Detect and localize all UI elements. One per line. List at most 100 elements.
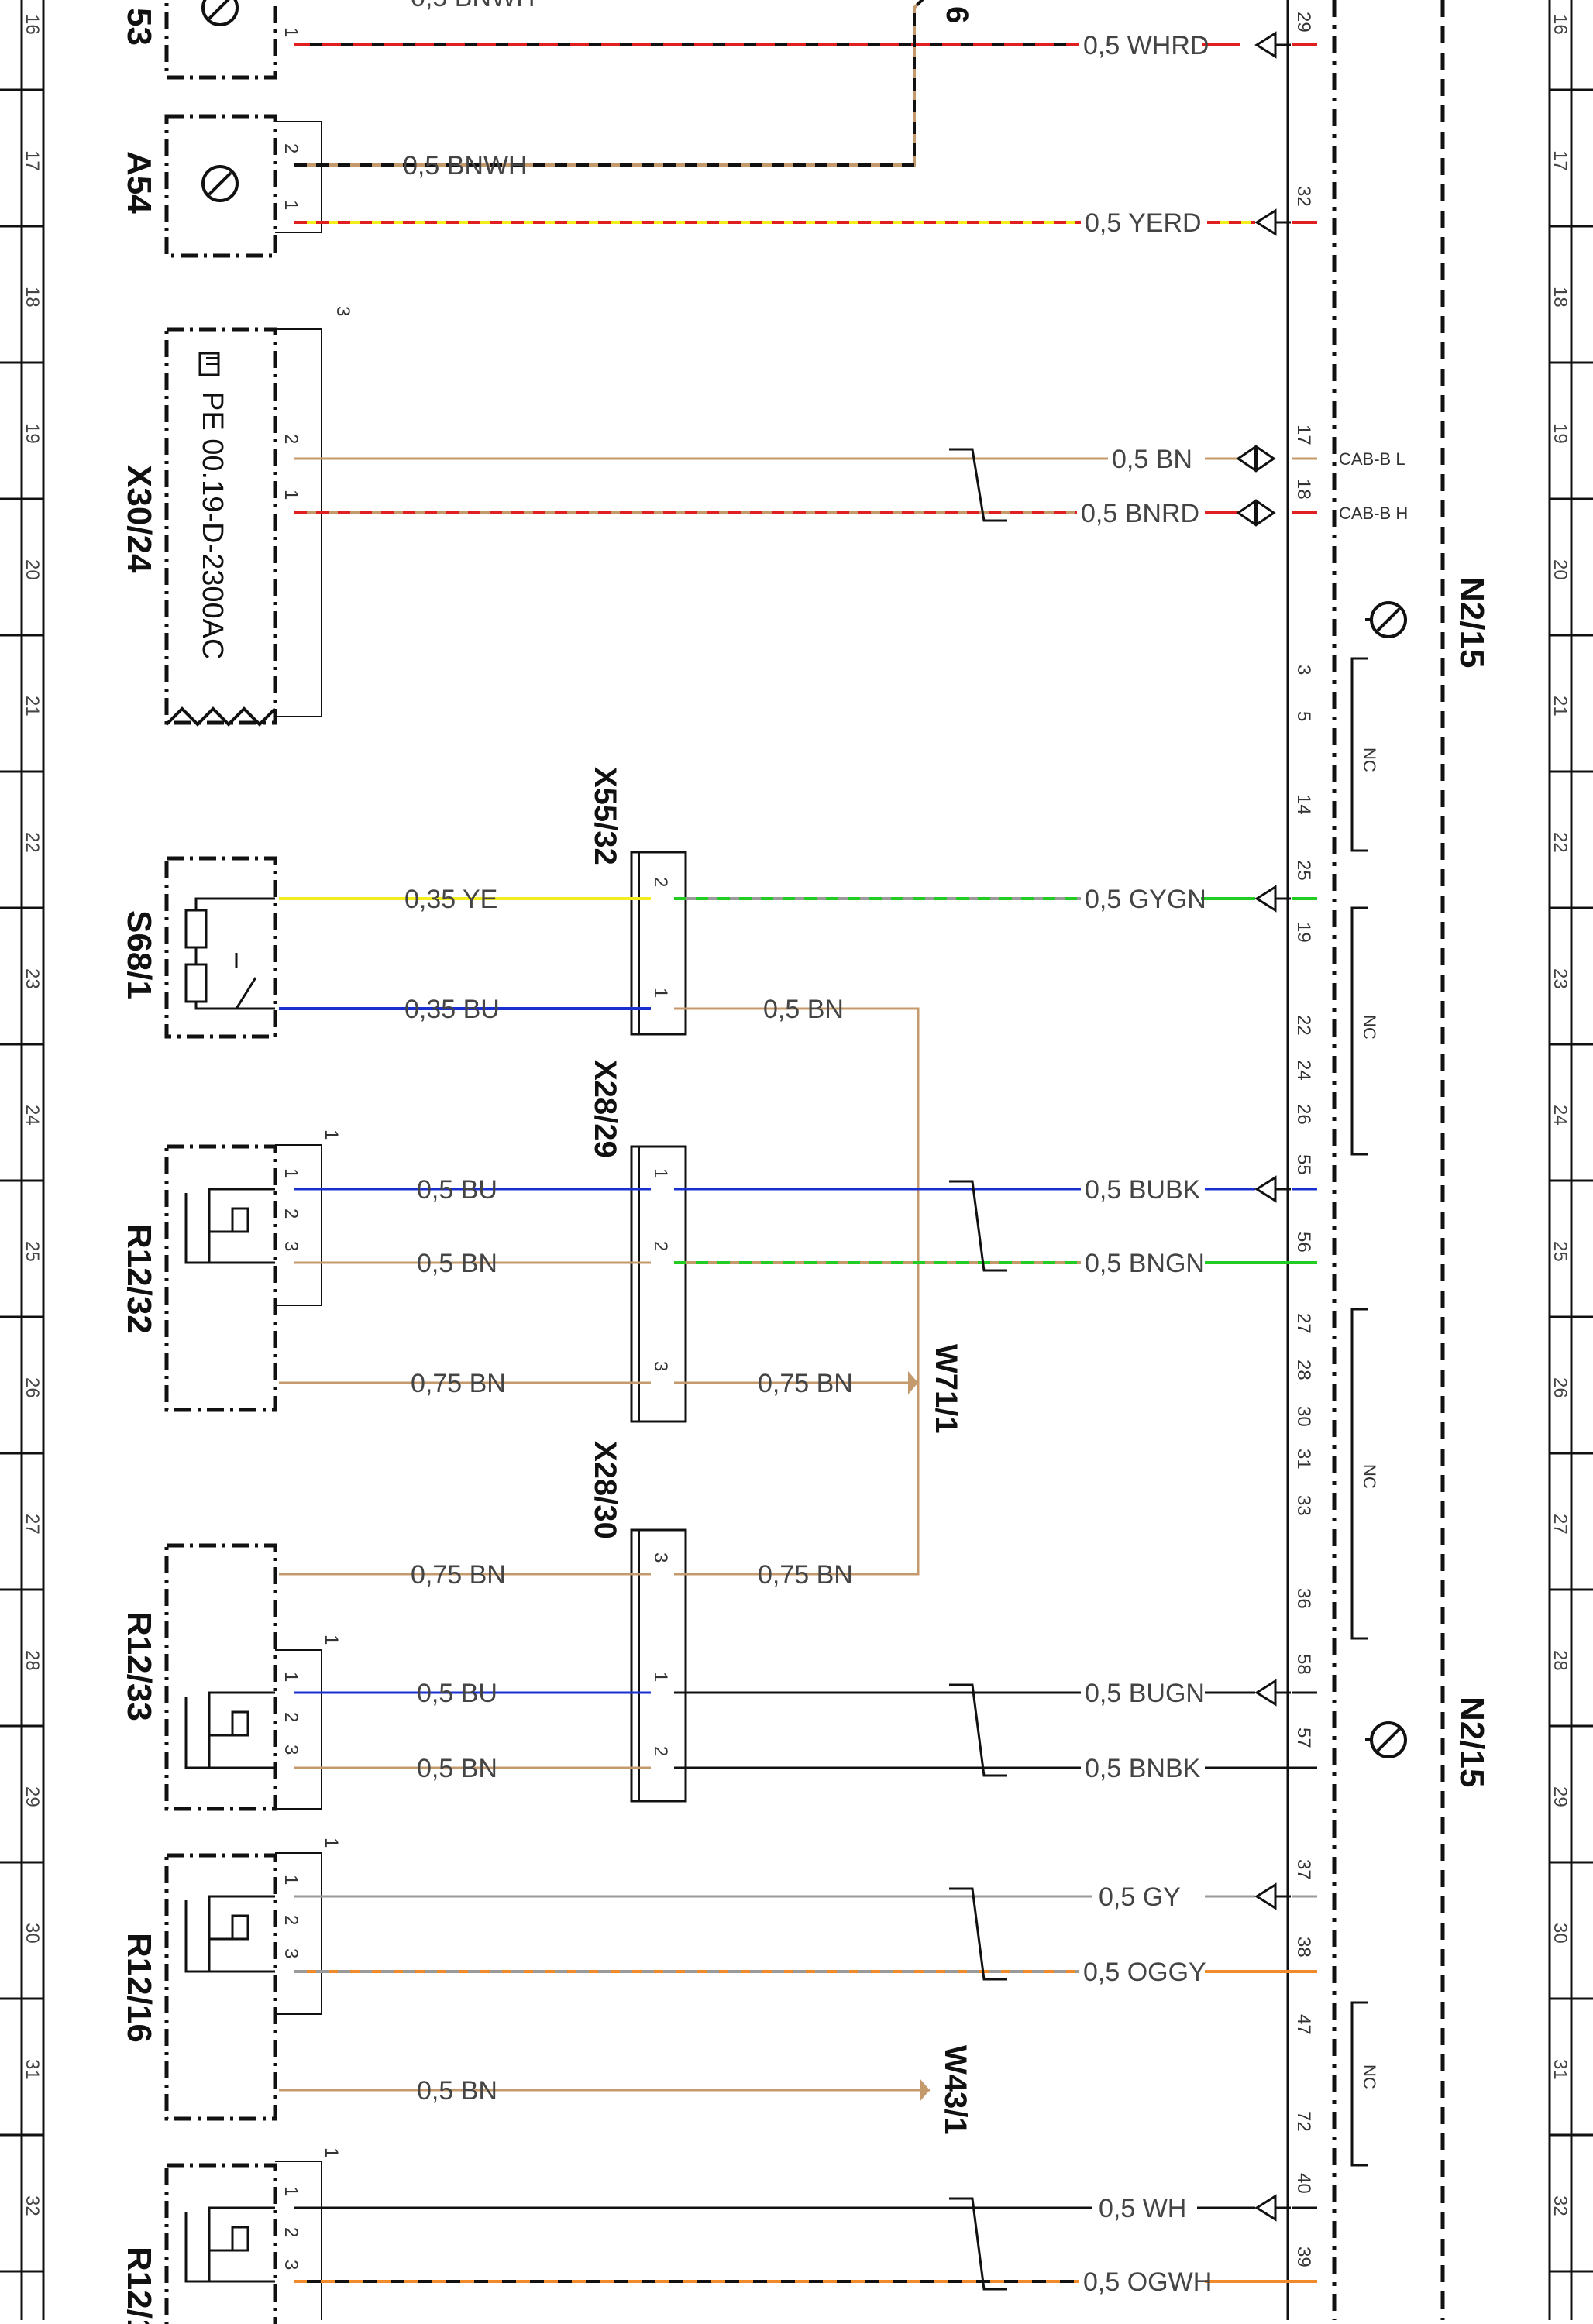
document-reference-icon — [198, 352, 220, 376]
component-pin-numbers: 1 2 1 2 1 1 2 3 1 2 3 1 2 3 1 2 3 2 1 1 … — [280, 27, 671, 2270]
pin-1: 1 — [280, 1875, 301, 1885]
grid-row-number: 18 — [22, 287, 43, 308]
grid-row-number: 26 — [1550, 1377, 1571, 1398]
wire-label-bn-can: 0,5 BN — [1112, 445, 1192, 474]
left-grid-border — [20, 0, 45, 2320]
pin-40: 40 — [1293, 2173, 1314, 2194]
pin-2: 2 — [280, 1208, 301, 1219]
wire-label-bn-s68: 0,5 BN — [763, 995, 844, 1024]
pin-58: 58 — [1293, 1654, 1314, 1675]
grid-row-number: 30 — [22, 1923, 43, 1944]
pin-1: 1 — [321, 1129, 342, 1140]
pin-2: 2 — [280, 1712, 301, 1722]
ref-6-label: 6 — [940, 6, 974, 23]
pin-22: 22 — [1293, 1015, 1314, 1036]
grid-row-number: 29 — [22, 1786, 43, 1807]
pin-5: 5 — [1293, 711, 1314, 721]
pin-2: 2 — [280, 1915, 301, 1925]
grid-row-number: 27 — [22, 1514, 43, 1535]
ground-point-w43 — [920, 2078, 930, 2102]
wire-label-yerd: 0,5 YERD — [1085, 208, 1202, 238]
wire-label-ye035: 0,35 YE — [404, 885, 497, 914]
pin-19: 19 — [1293, 922, 1314, 943]
wire-label-ogwh: 0,5 OGWH — [1083, 2267, 1212, 2297]
pin-37: 37 — [1293, 1859, 1314, 1880]
wire-label-bu035: 0,35 BU — [404, 995, 500, 1024]
pin-3: 3 — [280, 2260, 301, 2270]
module-pin-numbers: 29 32 17 18 3 5 14 25 19 22 24 26 55 56 … — [1293, 12, 1314, 2267]
nc-label-4: NC — [1360, 2064, 1379, 2089]
connector-x55-32: X55/32 — [588, 767, 687, 1036]
grid-row-number: 31 — [22, 2059, 43, 2080]
transistor-icon — [1365, 601, 1407, 638]
wire-bnwh — [294, 0, 924, 167]
grid-row-number: 29 — [1550, 1786, 1571, 1807]
component-a54: A54 — [120, 114, 322, 258]
ref-3-label: 3 — [332, 306, 353, 316]
wire-label-bugn: 0,5 BUGN — [1085, 1679, 1205, 1708]
pin-1: 1 — [280, 490, 301, 500]
wires — [279, 0, 1317, 2291]
right-grid-border — [1548, 0, 1573, 2320]
pin-25: 25 — [1293, 860, 1314, 881]
pin-1: 1 — [280, 200, 301, 210]
pin-38: 38 — [1293, 1937, 1314, 1958]
transistor-icon — [201, 165, 239, 202]
ground-label-w71-1: W71/1 — [929, 1344, 963, 1434]
pin-1: 1 — [650, 988, 671, 998]
sensor-element-icon — [184, 1188, 275, 1264]
component-a54-label: A54 — [120, 151, 158, 214]
component-53-label: 53 — [120, 8, 158, 46]
grid-row-number: 30 — [1550, 1923, 1571, 1944]
wire-label-075bn-a: 0,75 BN — [411, 1369, 506, 1398]
pin-57: 57 — [1293, 1728, 1314, 1748]
sensor-element-icon — [184, 1691, 275, 1769]
wire-labels: 0,5 BNWH 0,5 WHRD 0,5 BNWH 0,5 YERD 0,5 … — [403, 0, 1212, 2297]
connector-x28-30: X28/30 — [588, 1441, 687, 1803]
pin-32: 32 — [1293, 186, 1314, 207]
grid-row-number: 25 — [1550, 1241, 1571, 1262]
grid-row-number: 24 — [22, 1105, 43, 1126]
nc-label-3: NC — [1360, 1464, 1379, 1489]
grid-row-number: 25 — [22, 1241, 43, 1262]
sensor-element-icon — [184, 2206, 275, 2283]
grid-row-number: 17 — [22, 150, 43, 171]
grid-row-number: 31 — [1550, 2059, 1571, 2080]
pin-3: 3 — [1293, 665, 1314, 675]
signal-can-low: CAB-B L — [1339, 449, 1405, 469]
pin-36: 36 — [1293, 1588, 1314, 1609]
component-r12-16: R12/16 — [120, 1852, 322, 2121]
grid-row-number: 19 — [1550, 423, 1571, 444]
switch-icon — [184, 897, 275, 1010]
pin-1: 1 — [650, 1168, 671, 1178]
document-reference-text: PE 00.19-D-2300AC — [196, 391, 229, 659]
ground-point-w71 — [908, 1371, 918, 1394]
component-r12-33-label: R12/33 — [120, 1611, 158, 1721]
nc-label-1: NC — [1360, 748, 1379, 772]
pin-2: 2 — [650, 1746, 671, 1756]
component-x30-24: X30/24 PE 00.19-D-2300AC 3 — [120, 306, 353, 727]
pin-2: 2 — [650, 1241, 671, 1251]
pin-1: 1 — [650, 1672, 671, 1682]
wire-label-bu-r12-32: 0,5 BU — [417, 1175, 497, 1205]
grid-row-number: 19 — [22, 423, 43, 444]
component-53: 53 — [120, 0, 277, 80]
pin-2: 2 — [280, 143, 301, 153]
grid-row-number: 23 — [1550, 968, 1571, 989]
pin-1: 1 — [280, 2186, 301, 2196]
component-r12-16-label: R12/16 — [120, 1933, 158, 2043]
ground-labels: W71/1 W43/1 6 — [929, 6, 974, 2135]
wire-label-gy: 0,5 GY — [1099, 1882, 1181, 1912]
pin-33: 33 — [1293, 1495, 1314, 1516]
wire-label-bubk: 0,5 BUBK — [1085, 1175, 1201, 1205]
pin-17: 17 — [1293, 425, 1314, 445]
wire-label-whrd: 0,5 WHRD — [1083, 31, 1209, 60]
pin-56: 56 — [1293, 1232, 1314, 1253]
input-arrows — [1237, 32, 1292, 2221]
wire-label-bn-r12-33: 0,5 BN — [417, 1754, 497, 1783]
pin-47: 47 — [1293, 2014, 1314, 2035]
component-r12-1-label: R12/1 — [120, 2247, 158, 2324]
module-label-lower: N2/15 — [1453, 1697, 1491, 1787]
